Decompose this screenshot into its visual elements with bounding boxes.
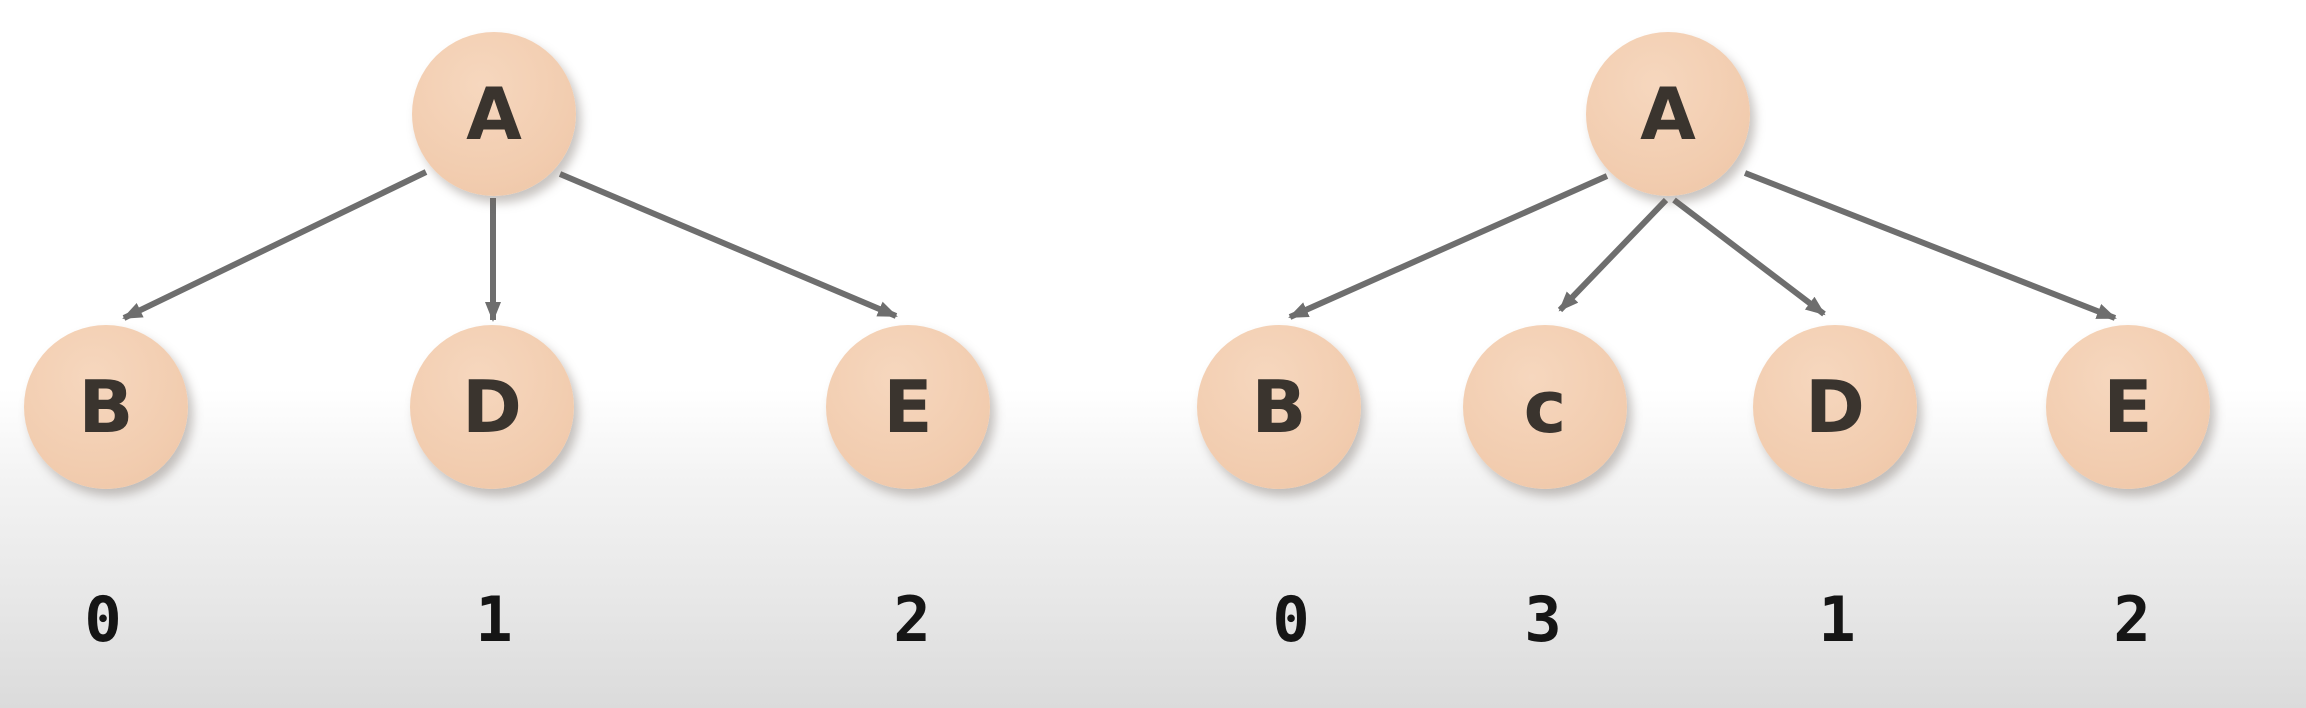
node-label: D: [1805, 365, 1865, 449]
left-tree-root-node-a: A: [412, 32, 576, 196]
right-tree-child-node-b: B: [1197, 325, 1361, 489]
left-tree-index-d: 1: [475, 583, 513, 656]
node-label: c: [1523, 365, 1567, 449]
left-tree-child-node-d: D: [410, 325, 574, 489]
node-label: A: [466, 72, 522, 156]
node-label: A: [1640, 72, 1696, 156]
edge-left-a-e: [558, 171, 898, 319]
node-label: B: [78, 365, 134, 449]
right-tree-root-node-a: A: [1586, 32, 1750, 196]
node-label: E: [883, 365, 933, 449]
right-tree-child-node-e: E: [2046, 325, 2210, 489]
left-tree-index-e: 2: [893, 583, 931, 656]
right-tree-index-d: 1: [1818, 583, 1856, 656]
right-tree-index-e: 2: [2113, 583, 2151, 656]
left-tree-child-node-e: E: [826, 325, 990, 489]
left-tree-child-node-b: B: [24, 325, 188, 489]
right-tree-child-node-d: D: [1753, 325, 1917, 489]
node-label: E: [2103, 365, 2153, 449]
node-label: B: [1251, 365, 1307, 449]
edge-right-a-c: [1557, 197, 1669, 313]
right-tree-index-b: 0: [1272, 583, 1310, 656]
edge-right-a-d: [1672, 197, 1826, 317]
edge-right-a-e: [1743, 170, 2117, 321]
node-label: D: [462, 365, 522, 449]
left-tree-index-b: 0: [84, 583, 122, 656]
edge-right-a-b: [1288, 173, 1609, 320]
right-tree-index-c: 3: [1524, 583, 1562, 656]
right-tree-child-node-c: c: [1463, 325, 1627, 489]
edge-left-a-b: [122, 169, 428, 321]
